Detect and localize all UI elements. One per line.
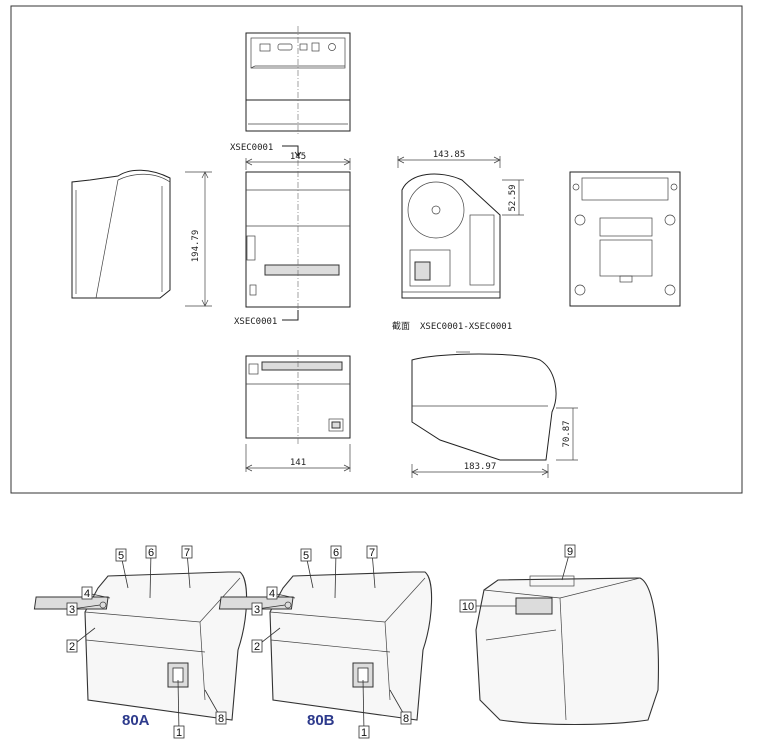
callout-80a-6: 6 bbox=[148, 547, 154, 559]
callout-80b-4-box bbox=[266, 586, 278, 600]
callout-rear-9-box bbox=[564, 544, 576, 558]
section-caption-cn: 截面 bbox=[392, 320, 410, 332]
callout-80a-2-box bbox=[66, 639, 78, 653]
model-label-80a: 80A bbox=[122, 712, 150, 729]
section-caption: XSEC0001-XSEC0001 bbox=[420, 322, 512, 332]
drawing-frame bbox=[10, 5, 743, 494]
callout-80a-7: 7 bbox=[184, 547, 190, 559]
callout-80b-6-box bbox=[330, 545, 342, 559]
callout-80b-3-box bbox=[251, 602, 263, 616]
dim-section-height: 52.59 bbox=[508, 184, 518, 211]
callout-80a-6-box bbox=[145, 545, 157, 559]
callout-80b-2: 2 bbox=[254, 641, 260, 653]
callout-80b-1-leader bbox=[362, 679, 365, 733]
dim-section-width: 143.85 bbox=[433, 150, 466, 160]
section-mark-top: XSEC0001 bbox=[230, 143, 273, 153]
callout-rear-10: 10 bbox=[462, 601, 474, 613]
callout-80a-3-box bbox=[66, 602, 78, 616]
left-view: 194.79 bbox=[71, 169, 212, 307]
section-mark-bottom: XSEC0001 bbox=[234, 317, 277, 327]
callout-80a-2: 2 bbox=[69, 641, 75, 653]
printer-80b: 80B bbox=[218, 571, 433, 729]
callout-rear-9: 9 bbox=[567, 546, 573, 558]
callout-80a-6-leader bbox=[149, 551, 152, 599]
callout-80a-4: 4 bbox=[84, 588, 90, 600]
bottom-view bbox=[569, 171, 681, 307]
callout-80b-4: 4 bbox=[269, 588, 275, 600]
callout-80b-6: 6 bbox=[333, 547, 339, 559]
callout-80a-1: 1 bbox=[176, 727, 182, 739]
printer-rear bbox=[475, 575, 659, 726]
dim-bottom-width: 141 bbox=[290, 458, 306, 468]
dim-side-height: 70.87 bbox=[562, 420, 572, 447]
callout-80b-1: 1 bbox=[361, 727, 367, 739]
callout-80a-1-box bbox=[173, 725, 185, 739]
callout-80a-5: 5 bbox=[118, 550, 124, 562]
callout-80b-2-box bbox=[251, 639, 263, 653]
callout-80b-8-box bbox=[400, 711, 412, 725]
front-view: 145 XSEC0001 XSEC0001 bbox=[230, 143, 351, 327]
dim-height-left: 194.79 bbox=[191, 230, 201, 263]
callout-80b-6-leader bbox=[334, 551, 337, 599]
callout-80b-8: 8 bbox=[403, 713, 409, 725]
section-view: 143.85 52.59 截面 XSEC0001-XSEC0001 bbox=[392, 150, 524, 332]
rear-view bbox=[245, 26, 351, 136]
callout-80b-3: 3 bbox=[254, 604, 260, 616]
dim-side-length: 183.97 bbox=[464, 462, 497, 472]
callout-80b-5-box bbox=[300, 548, 312, 562]
callout-80a-3: 3 bbox=[69, 604, 75, 616]
callout-80a-8: 8 bbox=[218, 713, 224, 725]
callout-80a-5-box bbox=[115, 548, 127, 562]
dim-front-width: 145 bbox=[290, 152, 306, 162]
side-view: 183.97 70.87 bbox=[411, 351, 578, 478]
callout-80b-7-box bbox=[366, 545, 378, 559]
top-view: 141 bbox=[245, 350, 351, 472]
printer-80a: 80A bbox=[33, 571, 248, 729]
callout-80b-5: 5 bbox=[303, 550, 309, 562]
callout-80a-4-box bbox=[81, 586, 93, 600]
callout-80b-1-box bbox=[358, 725, 370, 739]
callout-80a-8-box bbox=[215, 711, 227, 725]
callout-80a-1-leader bbox=[177, 679, 180, 733]
callout-80a-7-box bbox=[181, 545, 193, 559]
callout-80b-7: 7 bbox=[369, 547, 375, 559]
model-label-80b: 80B bbox=[307, 712, 335, 729]
callout-rear-10-box bbox=[459, 599, 477, 613]
